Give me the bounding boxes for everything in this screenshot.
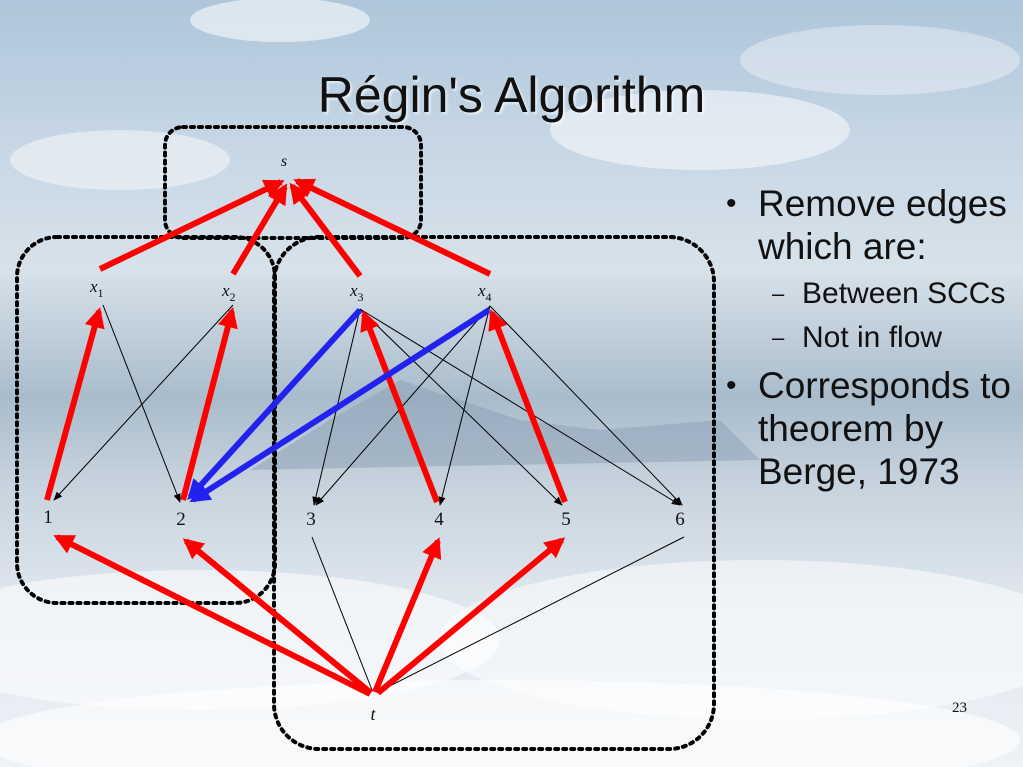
flow-edge-4-x3: [360, 310, 440, 504]
node-s: s: [281, 153, 287, 170]
node-x1: x1: [89, 277, 104, 300]
sub-bullet-item: – Not in flow: [722, 320, 1012, 356]
dash-icon: –: [772, 325, 785, 350]
edge-x3-5: [359, 308, 563, 506]
bullet-text: Remove edges which are:: [758, 183, 1007, 267]
node-4: 4: [434, 509, 444, 530]
flow-edge-t-2: [182, 538, 373, 696]
flow-edge-x3-s: [289, 182, 363, 278]
sub-bullet-item: – Between SCCs: [722, 276, 1012, 312]
slide-title: Régin's Algorithm: [317, 67, 706, 123]
edge-x3-6: [359, 308, 681, 506]
edge-x4-4: [438, 305, 491, 506]
edge-x1-2: [102, 304, 181, 503]
flow-edge-t-5: [376, 537, 566, 696]
node-2: 2: [176, 509, 186, 530]
scc-box-x1-x2: [15, 235, 277, 605]
bullet-dot-icon: •: [726, 369, 737, 402]
sub-bullet-text: Between SCCs: [802, 277, 1006, 310]
flow-edge-1-x1: [44, 307, 105, 501]
edge-3-t: [311, 536, 373, 691]
node-5: 5: [561, 509, 571, 530]
flow-edge-x4-s: [293, 178, 492, 277]
page-number: 23: [952, 700, 967, 716]
node-3: 3: [306, 509, 316, 530]
bullet-text: Corresponds to theorem by Berge, 1973: [758, 365, 1011, 492]
edge-x4-6: [489, 305, 683, 506]
sub-bullet-text: Not in flow: [802, 321, 943, 354]
bullet-dot-icon: •: [726, 187, 737, 220]
scc-box-s: [163, 125, 423, 240]
edge-x2-1: [53, 304, 234, 501]
node-x3: x3: [349, 281, 364, 304]
edge-6-t: [377, 536, 685, 693]
removed-edge-x4-2: [189, 307, 491, 503]
node-1: 1: [43, 507, 53, 528]
node-t: t: [370, 704, 376, 724]
scc-box-x3-x4: [272, 235, 716, 751]
removed-edge-x3-2: [187, 307, 363, 501]
node-x4: x4: [477, 281, 492, 304]
node-6: 6: [675, 509, 685, 530]
bullet-list: • Remove edges which are: – Between SCCs…: [722, 182, 1012, 501]
flow-edge-t-1: [53, 534, 372, 697]
flow-edge-2-x2: [180, 307, 238, 501]
edge-x4-3: [315, 305, 491, 506]
flow-edge-t-4: [372, 537, 442, 694]
flow-edge-x2-s: [230, 183, 288, 276]
bullet-item: • Remove edges which are:: [722, 182, 1012, 268]
dash-icon: –: [772, 281, 785, 306]
node-x2: x2: [221, 281, 236, 304]
flow-edge-x1-s: [98, 179, 285, 272]
bullet-item: • Corresponds to theorem by Berge, 1973: [722, 364, 1012, 493]
flow-edge-5-x4: [488, 309, 568, 504]
